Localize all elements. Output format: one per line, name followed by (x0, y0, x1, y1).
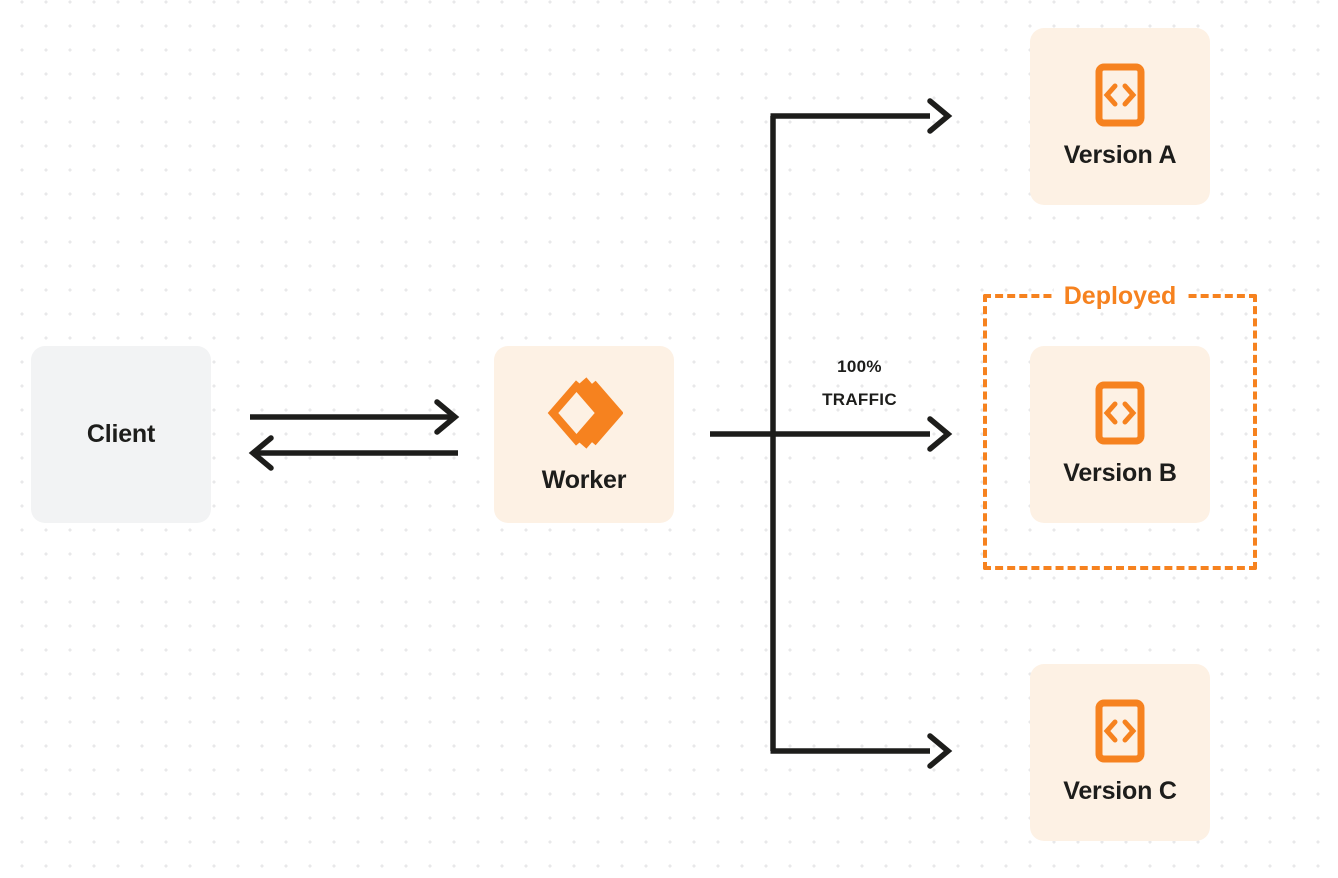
node-version-b-label: Version B (1063, 459, 1177, 487)
node-worker-label: Worker (541, 466, 627, 494)
code-file-icon (1095, 699, 1145, 763)
node-version-a-label: Version A (1063, 141, 1177, 169)
traffic-percent: 100% (837, 357, 882, 376)
node-client[interactable]: Client (31, 346, 211, 523)
node-client-label: Client (86, 420, 156, 448)
edge-worker-to-version-a (770, 101, 949, 131)
traffic-caption: TRAFFIC (822, 390, 897, 409)
node-version-c-label: Version C (1063, 777, 1177, 805)
edge-client-to-worker (250, 402, 455, 432)
node-version-b[interactable]: Version B (1030, 346, 1210, 523)
deployed-group: Deployed (983, 281, 1257, 570)
node-worker[interactable]: Worker (494, 346, 674, 523)
edge-worker-to-version-c (770, 736, 949, 766)
edge-worker-to-version-b (710, 419, 948, 449)
deployed-group-label: Deployed (1053, 281, 1187, 311)
code-file-icon (1095, 381, 1145, 445)
node-version-a[interactable]: Version A (1030, 28, 1210, 205)
cloudflare-workers-logo-icon (547, 377, 623, 449)
node-version-c[interactable]: Version C (1030, 664, 1210, 841)
edge-worker-to-client (253, 438, 458, 468)
traffic-label: 100% TRAFFIC (772, 350, 947, 416)
code-file-icon (1095, 63, 1145, 127)
